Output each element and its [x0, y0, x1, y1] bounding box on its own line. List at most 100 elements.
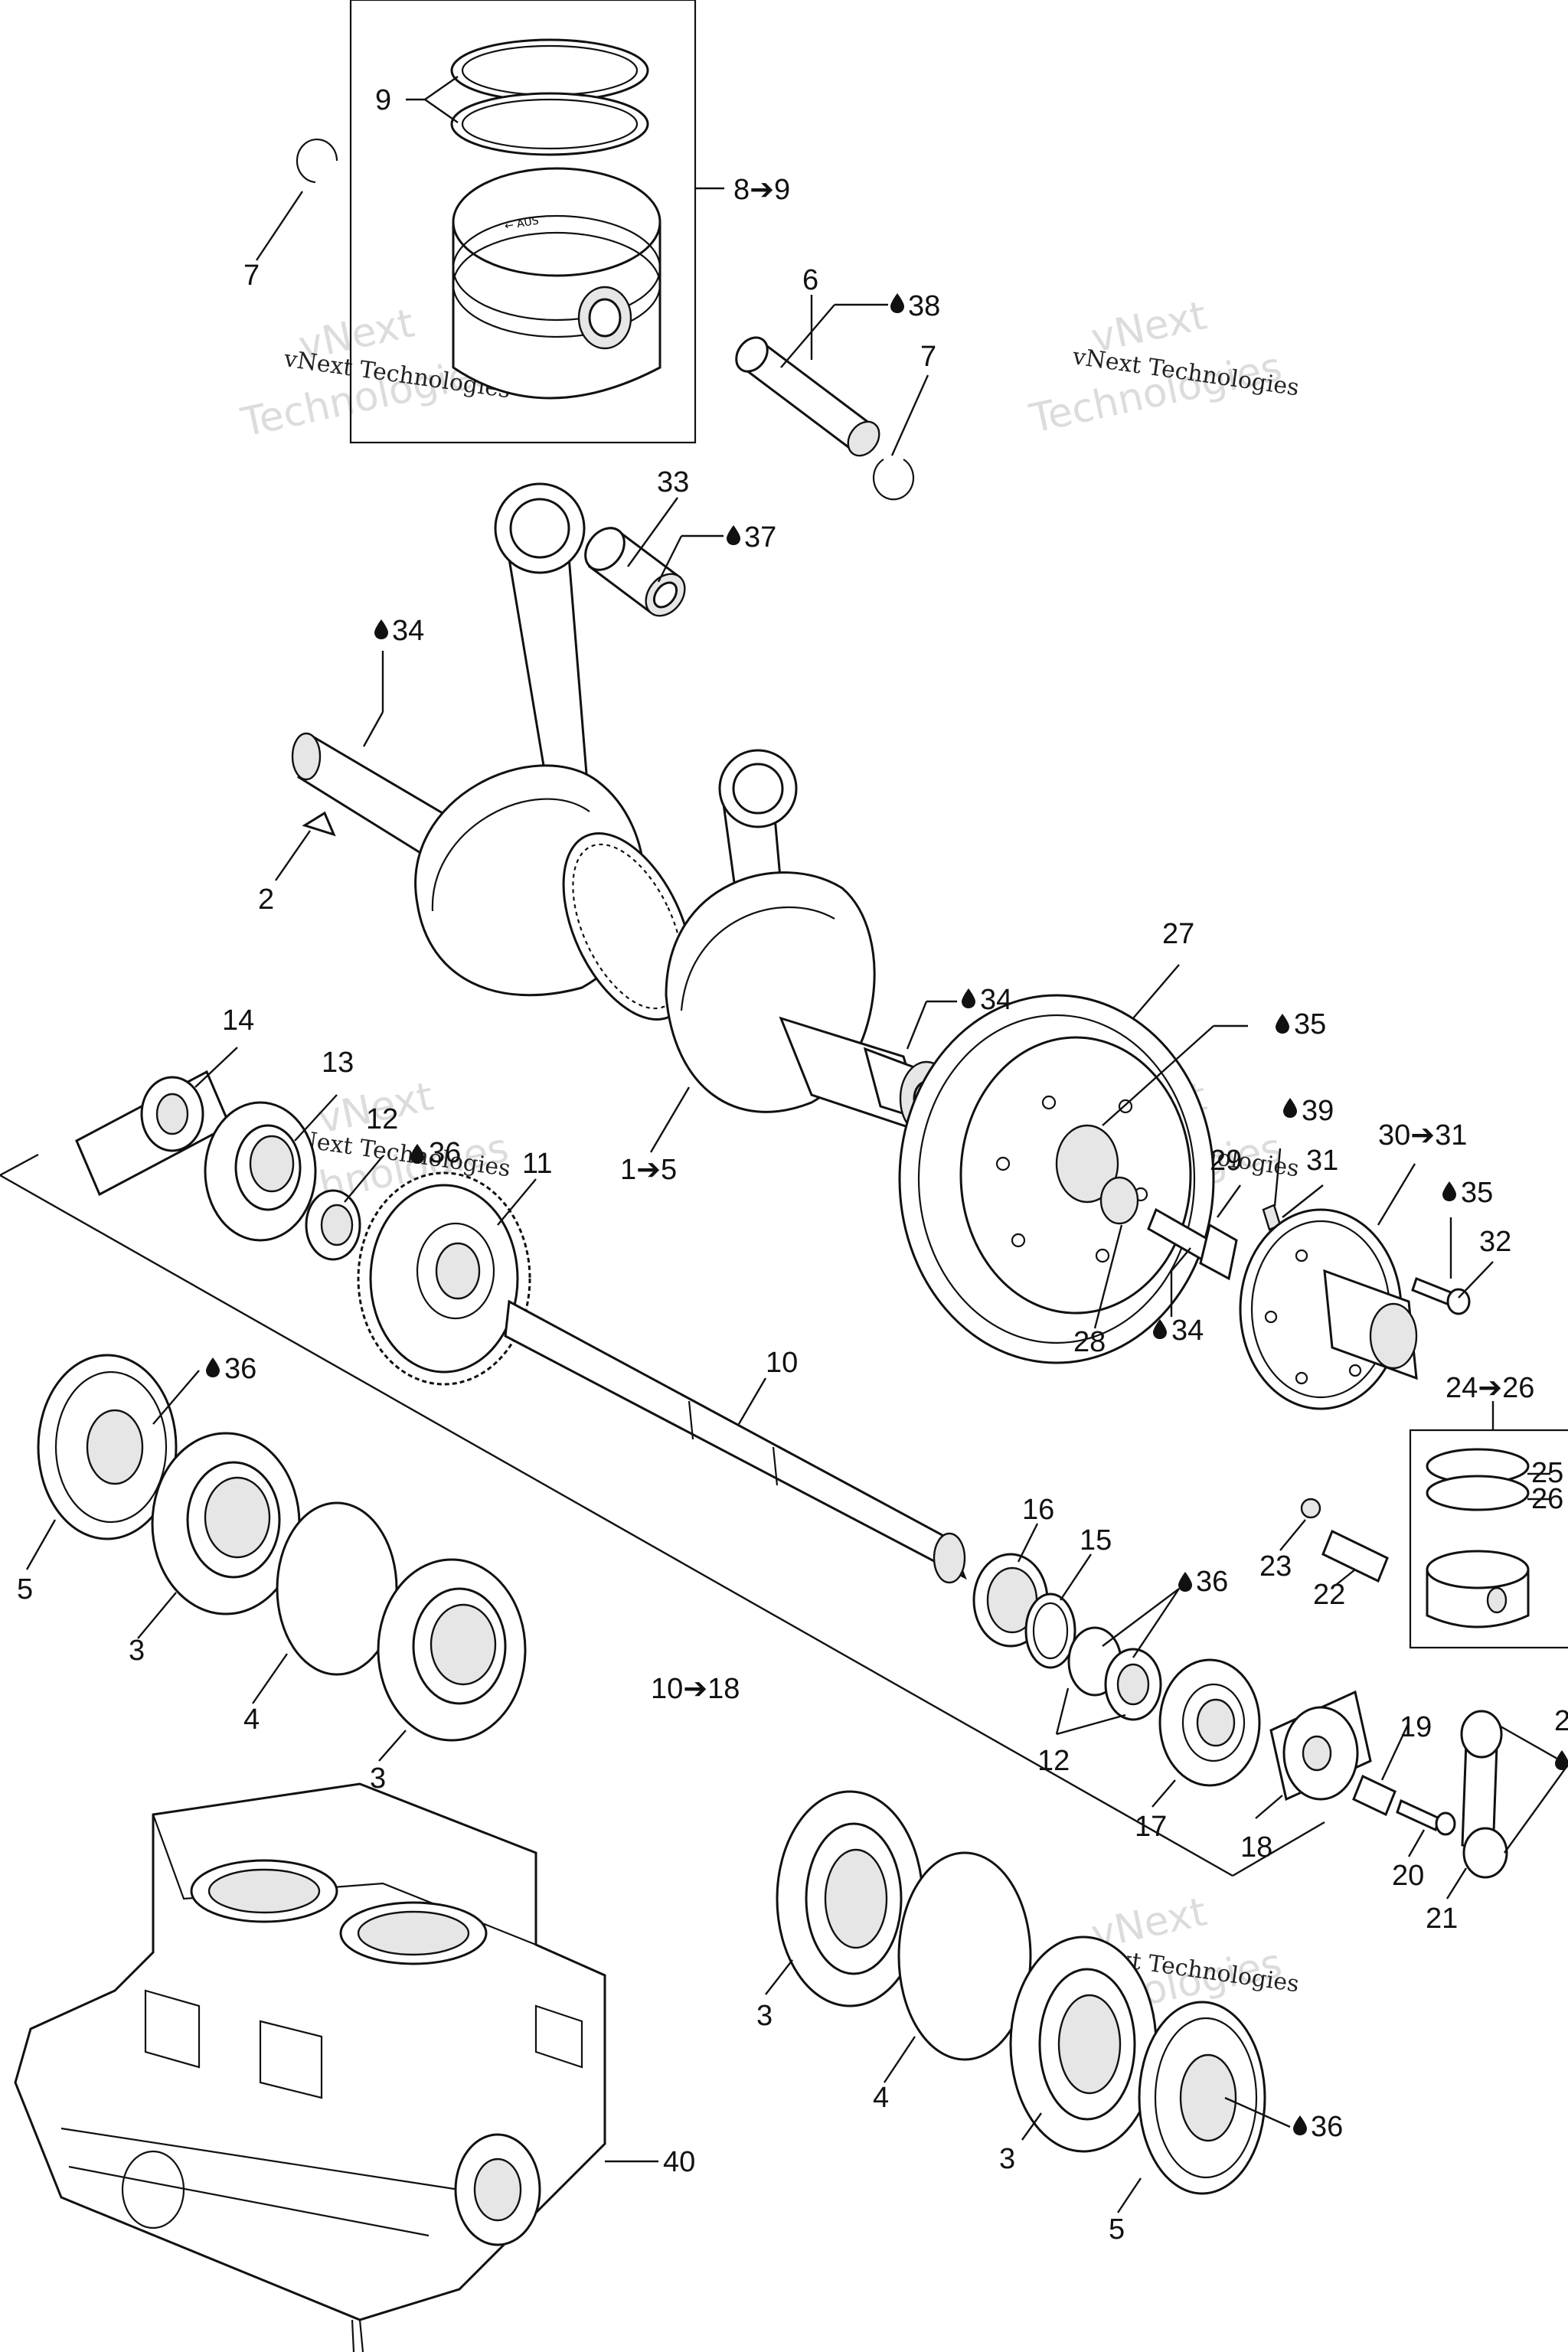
oil-drop-icon [1283, 1098, 1297, 1118]
label-25: 25 [1531, 1457, 1563, 1489]
balance-shaft-group-bracket [0, 1153, 1325, 1877]
label-36-upper: 36 [429, 1137, 461, 1169]
label-29: 29 [1210, 1145, 1242, 1177]
label-37: 37 [744, 521, 776, 554]
label-3-b: 3 [370, 1762, 386, 1795]
label-12-lower: 12 [1037, 1745, 1070, 1777]
oil-drop-icon [1555, 1750, 1568, 1770]
bearing-17 [1158, 1658, 1261, 1787]
label-2-right: 2 [1554, 1705, 1568, 1737]
piston-rings [450, 38, 649, 156]
connecting-link-21 [1460, 1710, 1508, 1879]
label-4-b: 4 [873, 2082, 889, 2114]
piston-pin [735, 336, 880, 457]
label-13: 13 [322, 1047, 354, 1079]
pin-22 [1321, 1529, 1389, 1583]
oil-drop-icon [1276, 1014, 1289, 1034]
label-38: 38 [908, 290, 940, 322]
label-5-left: 5 [17, 1573, 33, 1606]
label-34-upper: 34 [392, 615, 424, 647]
bearing-3-bottom-center [776, 1790, 924, 2007]
label-8-9: 8➔9 [733, 174, 790, 206]
label-26: 26 [1531, 1483, 1563, 1515]
flywheel-washer [1099, 1176, 1139, 1225]
bearing-3-bottom-right [1009, 1936, 1158, 2153]
seal-12-lower [1067, 1626, 1162, 1721]
label-15: 15 [1080, 1524, 1112, 1557]
label-24-26: 24➔26 [1446, 1372, 1534, 1404]
balance-shaft-10 [504, 1299, 967, 1584]
label-36-d: 36 [1311, 2111, 1343, 2143]
oil-drop-icon [1293, 2115, 1307, 2135]
label-18: 18 [1240, 1831, 1272, 1864]
flywheel-bolt [1147, 1207, 1238, 1281]
piston-assembly-box [349, 0, 724, 444]
watermark-top-right: vNext Technologies vNext Technologies [1025, 292, 1301, 442]
label-31: 31 [1306, 1145, 1338, 1177]
label-1-5: 1➔5 [620, 1154, 677, 1186]
label-9: 9 [375, 84, 391, 116]
piston-pin-clip-left [296, 138, 338, 184]
oil-drop-icon [890, 293, 904, 313]
label-36-left: 36 [224, 1353, 256, 1385]
label-35-upper: 35 [1294, 1008, 1326, 1040]
ring-15 [1024, 1592, 1076, 1669]
label-2: 2 [258, 884, 274, 916]
label-10-18: 10➔18 [651, 1673, 740, 1705]
label-33: 33 [657, 466, 689, 498]
label-32: 32 [1479, 1226, 1511, 1258]
label-4-a: 4 [243, 1704, 260, 1736]
oil-drop-icon [206, 1357, 220, 1377]
needle-bearing [584, 527, 686, 617]
flange-screw [1411, 1277, 1471, 1315]
seal-5-left [37, 1354, 178, 1540]
label-28: 28 [1073, 1326, 1106, 1358]
pin-19 [1352, 1774, 1396, 1817]
nut-23 [1300, 1498, 1321, 1519]
piston: ← AUS [452, 167, 662, 400]
label-21: 21 [1426, 1903, 1458, 1935]
balancer-weight-14 [75, 1070, 231, 1197]
label-20: 20 [1392, 1860, 1424, 1892]
pump-piston [1426, 1448, 1530, 1628]
label-16: 16 [1022, 1494, 1054, 1526]
label-27: 27 [1162, 918, 1194, 950]
bearing-13 [204, 1101, 317, 1242]
label-23: 23 [1259, 1550, 1292, 1583]
svg-text:← AUS: ← AUS [504, 214, 540, 233]
label-19: 19 [1400, 1711, 1432, 1743]
label-12-upper: 12 [366, 1103, 398, 1135]
label-34-mid: 34 [980, 984, 1012, 1016]
label-5-b: 5 [1109, 2213, 1125, 2246]
label-3-a: 3 [129, 1635, 145, 1667]
piston-pin-clip-right [872, 459, 915, 501]
seal-12-upper [305, 1189, 361, 1261]
label-3-c: 3 [756, 2000, 773, 2032]
label-3-d: 3 [999, 2143, 1015, 2175]
label-36-c: 36 [1196, 1566, 1228, 1598]
bearing-3-lower-left [377, 1558, 527, 1742]
gear-11 [357, 1171, 531, 1386]
label-35-right: 35 [1461, 1177, 1493, 1209]
oil-drop-icon [1178, 1572, 1192, 1592]
label-10: 10 [766, 1347, 798, 1379]
balancer-weight-18 [1269, 1690, 1372, 1802]
drive-flange [1239, 1208, 1418, 1410]
label-17: 17 [1135, 1811, 1167, 1843]
pump-piston-box [1409, 1429, 1568, 1649]
label-14: 14 [222, 1004, 254, 1037]
label-40: 40 [663, 2146, 695, 2178]
oil-drop-icon [962, 988, 975, 1008]
flywheel [898, 994, 1215, 1364]
label-22: 22 [1313, 1579, 1345, 1611]
label-7-right: 7 [920, 341, 936, 373]
label-6: 6 [802, 264, 818, 296]
oil-drop-icon [1442, 1181, 1456, 1201]
oil-drop-icon [374, 619, 388, 639]
screw-20 [1396, 1798, 1456, 1836]
engine-block [14, 1782, 606, 2352]
label-39: 39 [1302, 1095, 1334, 1127]
oil-drop-icon [727, 525, 740, 545]
label-34-lower: 34 [1171, 1315, 1204, 1347]
